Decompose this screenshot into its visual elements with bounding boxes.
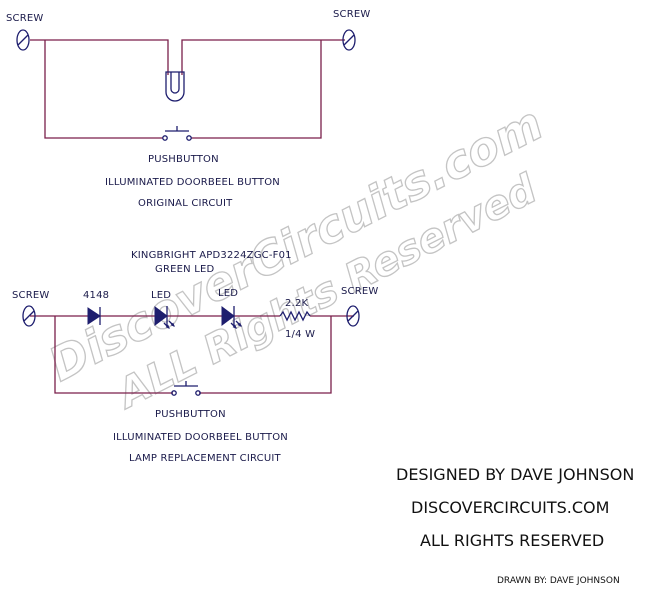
led-part-color: GREEN LED <box>155 264 214 275</box>
screw-icon <box>16 29 30 51</box>
replacement-screw-left-label: SCREW <box>12 290 49 301</box>
replacement-caption-1: ILLUMINATED DOORBEEL BUTTON <box>113 432 288 443</box>
original-wire-right <box>191 40 322 139</box>
diode-label: 4148 <box>83 290 109 301</box>
original-pushbutton-label: PUSHBUTTON <box>148 154 219 165</box>
lamp-icon <box>165 71 185 102</box>
screw-icon <box>346 305 360 327</box>
original-wire-left <box>44 40 163 139</box>
replacement-wire-right <box>199 316 332 394</box>
credits: DESIGNED BY DAVE JOHNSON DISCOVERCIRCUIT… <box>396 465 634 586</box>
original-wire-top-left <box>30 39 169 75</box>
drawn-by: DRAWN BY: DAVE JOHNSON <box>497 576 620 586</box>
diode-icon <box>87 307 101 325</box>
replacement-wire-left <box>54 316 173 394</box>
pushbutton-icon <box>162 126 192 141</box>
original-screw-left-label: SCREW <box>6 13 43 24</box>
resistor-value: 2.2K <box>285 298 309 309</box>
led-2-label: LED <box>218 288 238 299</box>
original-caption-1: ILLUMINATED DOORBEEL BUTTON <box>105 177 280 188</box>
screw-icon <box>22 305 36 327</box>
led-icon <box>221 306 242 329</box>
replacement-circuit: KINGBRIGHT APD3224ZGC-F01 GREEN LED SCRE… <box>12 250 378 464</box>
resistor-icon <box>279 310 311 322</box>
original-screw-right-label: SCREW <box>333 9 370 20</box>
watermark: DiscoverCircuits.com ALL Rights Reserved <box>40 95 552 419</box>
original-wire-top-right <box>181 39 345 75</box>
designed-by: DESIGNED BY DAVE JOHNSON <box>396 465 634 484</box>
led-1-label: LED <box>151 290 171 301</box>
original-circuit: SCREW SCREW PUSHBUTTON ILLUMINATED DOORB… <box>6 9 370 209</box>
replacement-pushbutton-label: PUSHBUTTON <box>155 409 226 420</box>
screw-icon <box>342 29 356 51</box>
replacement-screw-right-label: SCREW <box>341 286 378 297</box>
led-icon <box>154 306 175 329</box>
led-part-number: KINGBRIGHT APD3224ZGC-F01 <box>131 250 292 261</box>
resistor-power: 1/4 W <box>285 329 315 340</box>
pushbutton-icon <box>171 381 201 396</box>
watermark-line-1: DiscoverCircuits.com <box>40 96 551 392</box>
rights-reserved: ALL RIGHTS RESERVED <box>420 531 604 550</box>
site-name: DISCOVERCIRCUITS.COM <box>411 498 609 517</box>
original-caption-2: ORIGINAL CIRCUIT <box>138 198 233 209</box>
replacement-caption-2: LAMP REPLACEMENT CIRCUIT <box>129 453 281 464</box>
